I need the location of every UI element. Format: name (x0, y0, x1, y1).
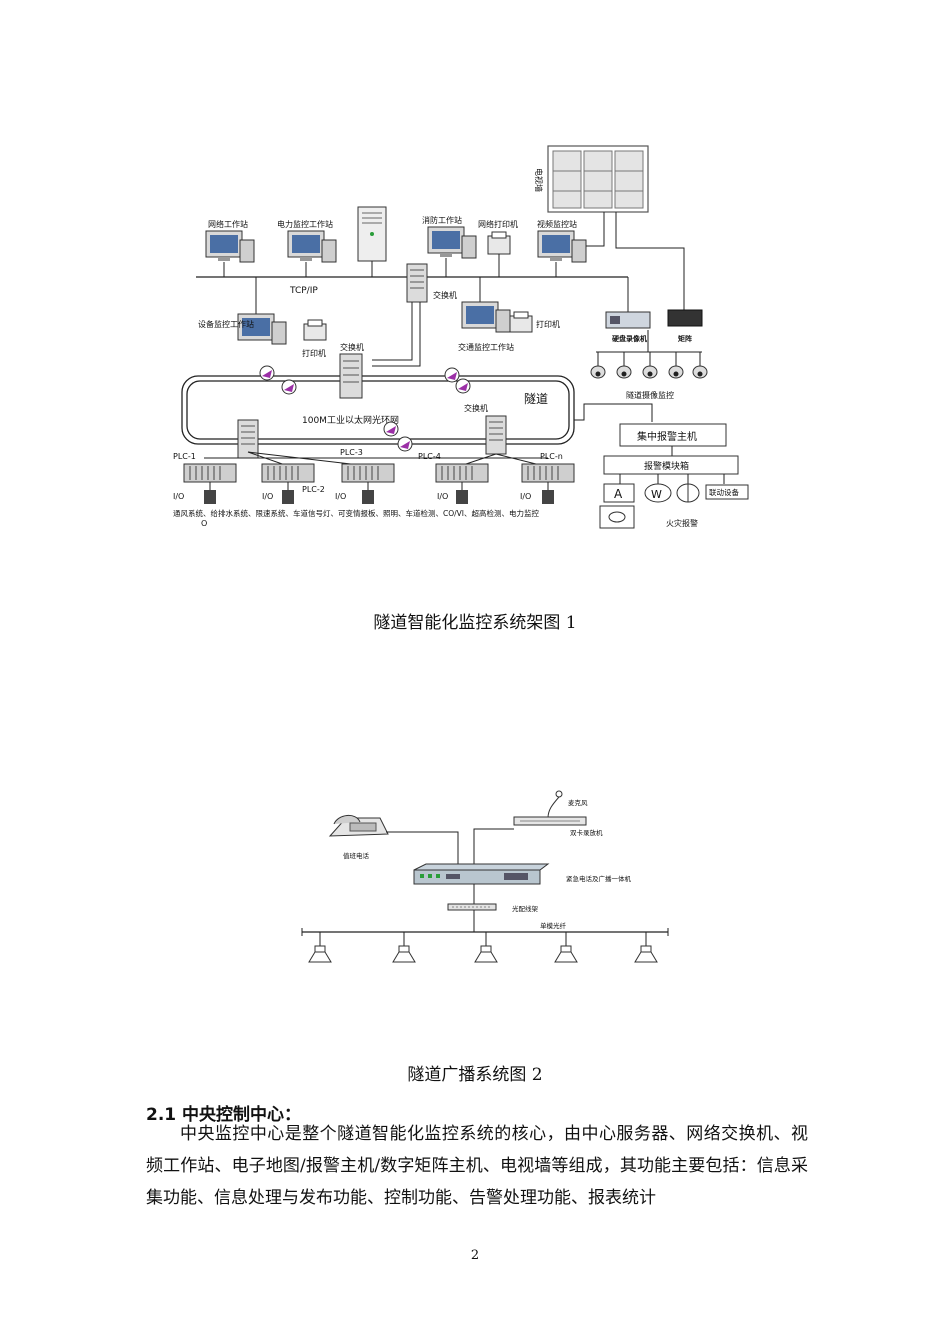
plc-rack (341, 463, 395, 504)
page-number: 2 (470, 1248, 480, 1263)
phone-label: 值班电话 (343, 851, 370, 860)
optical-transceiver-icon (383, 421, 399, 437)
odf-label: 光配线架 (512, 904, 539, 913)
fire-alarm-label: 火灾报警 (666, 518, 698, 528)
fiber-label: 单模光纤 (540, 921, 567, 930)
figure2-caption: 隧道广播系统图 2 (407, 1065, 543, 1085)
plc3-label: PLC-3 (340, 448, 363, 457)
workstation-icon (537, 230, 587, 277)
phone-icon (328, 815, 389, 837)
a-symbol: A (614, 487, 623, 501)
io-label: I/O (173, 492, 184, 501)
plc-rack (521, 463, 575, 504)
plc2-label: PLC-2 (302, 485, 325, 494)
link-device-label: 联动设备 (709, 487, 739, 497)
subsystems-label: 通风系统、给排水系统、限速系统、车道信号灯、可变情报板、照明、车道检测、CO/V… (173, 508, 540, 518)
server-icon (357, 206, 387, 277)
workstation-icon (287, 230, 337, 277)
o-label: O (201, 519, 207, 528)
workstation-icon (237, 313, 287, 345)
power-ws-label: 电力监控工作站 (277, 219, 333, 229)
camera-icon (616, 352, 632, 379)
dvr-icon (605, 311, 651, 329)
tunnel-monitoring-diagram: 电视墙 网络工作站 电力监控工作站 (173, 145, 749, 529)
optical-transceiver-icon (455, 378, 471, 394)
figure1-caption: 隧道智能化监控系统架图 1 (373, 613, 577, 633)
workstation-icon (461, 301, 511, 333)
broadcast-unit-icon (413, 863, 550, 885)
optical-transceiver-icon (259, 365, 275, 381)
w-symbol: W (651, 488, 662, 501)
tunnel-broadcast-diagram: 麦克风 双卡录放机 值班电话 紧急电话及广播一体机 (301, 790, 669, 963)
tcpip-label: TCP/IP (289, 286, 318, 296)
io-label: I/O (437, 492, 448, 501)
switch-ring-right-label: 交换机 (464, 403, 488, 413)
network-ws-label: 网络工作站 (208, 219, 248, 229)
plc-rack (435, 463, 489, 504)
equip-ws-label: 设备监控工作站 (198, 319, 254, 329)
video-ws-label: 视频监控站 (537, 219, 577, 229)
microphone-icon (547, 790, 563, 819)
plcn-label: PLC-n (540, 452, 563, 461)
tv-wall (547, 145, 649, 213)
plc1-label: PLC-1 (173, 452, 196, 461)
integrated-unit-label: 紧急电话及广播一体机 (566, 874, 632, 883)
camera-icon (692, 352, 708, 379)
optical-transceiver-icon (444, 367, 460, 383)
net-printer-label: 网络打印机 (478, 219, 518, 229)
fire-ws-label: 消防工作站 (422, 215, 462, 225)
odf-icon (447, 903, 497, 911)
optical-transceiver-icon (397, 436, 413, 452)
io-label: I/O (262, 492, 273, 501)
plc4-label: PLC-4 (418, 452, 441, 461)
switch-icon (485, 415, 507, 455)
speaker-icon (392, 932, 416, 963)
io-label: I/O (520, 492, 531, 501)
switch-ring-left-label: 交换机 (340, 342, 364, 352)
printer-icon (509, 311, 533, 333)
switch-top-label: 交换机 (433, 290, 457, 300)
alarm-host-label: 集中报警主机 (637, 430, 697, 443)
speaker-icon (554, 932, 578, 963)
ring-network-label: 100M工业以太网光环网 (302, 414, 399, 426)
printer-icon (487, 231, 511, 277)
tunnel-label: 隧道 (524, 391, 548, 406)
matrix-icon (667, 309, 703, 327)
camera-icon (642, 352, 658, 379)
tv-wall-label: 电视墙 (534, 168, 544, 192)
plc-rack (183, 463, 237, 504)
speaker-icon (308, 932, 332, 963)
dvr-label: 硬盘录像机 (612, 334, 647, 343)
traffic-ws-label: 交通监控工作站 (458, 342, 514, 352)
workstation-icon (427, 226, 477, 277)
mic-label: 麦克风 (568, 798, 588, 807)
dual-recorder-icon (513, 816, 587, 826)
speaker-icon (474, 932, 498, 963)
plc-rack (261, 463, 315, 504)
dual-recorder-label: 双卡录放机 (570, 828, 603, 837)
camera-icon (590, 352, 606, 379)
section-paragraph: 中央监控中心是整个隧道智能化监控系统的核心，由中心服务器、网络交换机、视频工作站… (146, 1124, 808, 1208)
optical-transceiver-icon (281, 379, 297, 395)
matrix-label: 矩阵 (678, 334, 692, 343)
speaker-icon (634, 932, 658, 963)
io-label: I/O (335, 492, 346, 501)
workstation-icon (205, 230, 255, 277)
alarm-module-label: 报警模块箱 (644, 460, 689, 472)
tunnel-camera-label: 隧道摄像监控 (626, 390, 674, 400)
switch-icon (406, 263, 428, 303)
printer-left-label: 打印机 (302, 348, 326, 358)
printer-right-label: 打印机 (536, 319, 560, 329)
printer-icon (303, 319, 327, 341)
camera-icon (668, 352, 684, 379)
switch-icon (339, 353, 363, 399)
section-heading: 2.1 中央控制中心： (146, 1105, 302, 1125)
